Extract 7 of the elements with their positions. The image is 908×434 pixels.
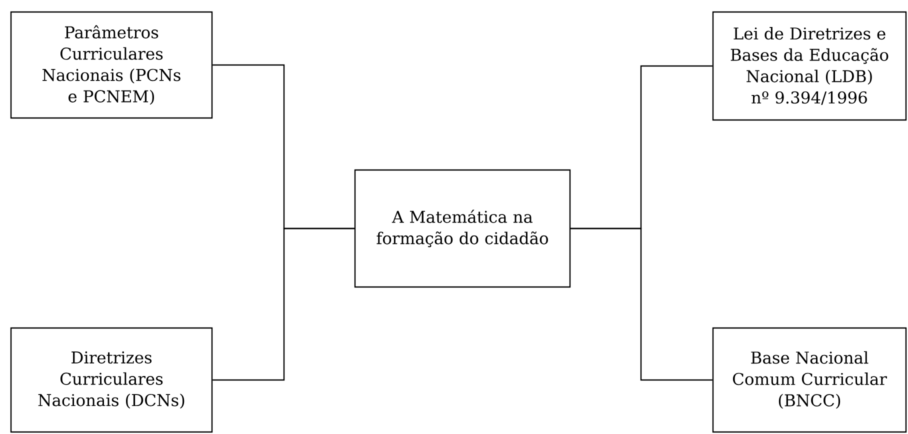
process-box: Diretrizes Curriculares Nacionais (DCNs)	[10, 327, 213, 433]
connector-line	[212, 228, 354, 381]
process-box: Base Nacional Comum Curricular (BNCC)	[712, 327, 907, 433]
process-box: Lei de Diretrizes e Bases da Educação Nacional (LDB) nº 9.394/1996	[712, 11, 907, 121]
process-box: Parâmetros Curriculares Nacionais (PCNs e PCNEM)	[10, 11, 213, 119]
process-box: A Matemática na formação do cidadão	[354, 169, 571, 288]
connector-line	[570, 228, 712, 381]
